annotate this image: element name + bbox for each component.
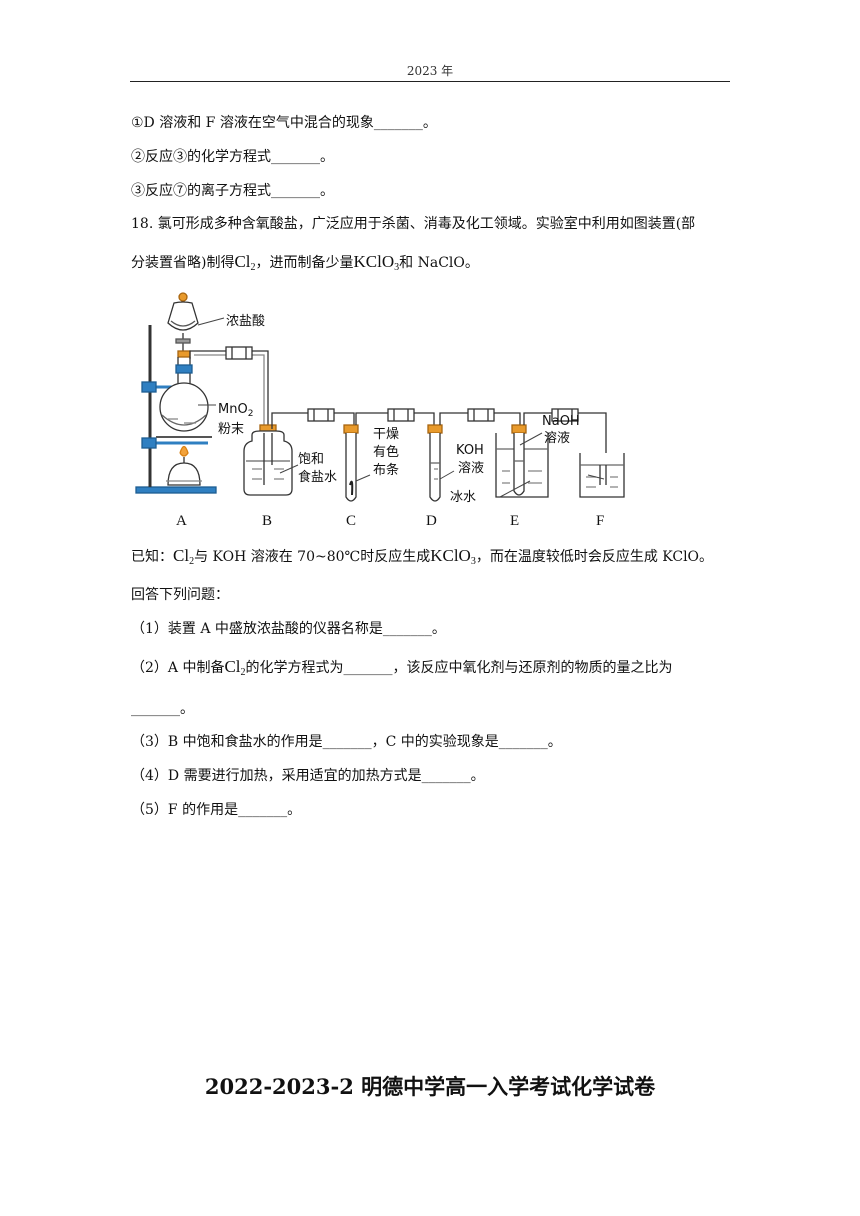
label-dry-1: 干燥 [373, 427, 399, 442]
letter-a: A [176, 513, 187, 529]
formula-kclo3: KClO3 [353, 252, 400, 273]
formula-kclo3: KClO3 [430, 546, 476, 567]
page-header: 2023 年 [406, 64, 454, 78]
sub-question-4: （4）D 需要进行加热，采用适宜的加热方式是_______。 [131, 768, 485, 784]
label-ice-water: 冰水 [450, 490, 476, 505]
bottle-b [243, 430, 293, 496]
apparatus-diagram: 浓盐酸 MnO2 粉末 饱和 食盐水 干燥 有色 布条 KOH 溶液 冰水 Na… [135, 292, 625, 529]
test-tube-c [345, 433, 357, 502]
label-brine-1: 饱和 [298, 452, 324, 467]
sub-question-2-continued: _______。 [131, 701, 194, 717]
label-naoh-1: NaOH [542, 414, 580, 429]
answer-prompt: 回答下列问题： [131, 587, 229, 603]
q17-item-1: ①D 溶液和 F 溶液在空气中混合的现象_______。 [131, 115, 437, 131]
q18-intro-text-3: 和 NaClO。 [399, 255, 479, 271]
label-brine-2: 食盐水 [298, 469, 337, 485]
sub-question-3: （3）B 中饱和食盐水的作用是_______，C 中的实验现象是_______。 [131, 734, 562, 750]
q17-item-3: ③反应⑦的离子方程式_______。 [131, 183, 334, 199]
known-text-1: 已知： [131, 549, 173, 565]
rubber-joint-1 [225, 346, 253, 360]
known-text-3: ，而在温度较低时会反应生成 KClO。 [475, 549, 714, 565]
label-dry-3: 布条 [373, 462, 399, 478]
label-powder: 粉末 [218, 422, 244, 437]
test-tube-d [429, 433, 441, 502]
sub2-text-1: （2）A 中制备 [131, 660, 225, 676]
test-tube-e [513, 433, 525, 496]
formula-cl2: Cl2 [173, 546, 195, 567]
label-koh-2: 溶液 [458, 461, 484, 476]
letter-b: B [262, 513, 272, 529]
round-bottom-flask [159, 382, 209, 432]
label-dry-2: 有色 [373, 444, 399, 460]
sub-question-1: （1）装置 A 中盛放浓盐酸的仪器名称是_______。 [131, 621, 446, 637]
label-mno2: MnO2 [218, 402, 253, 419]
flame [179, 445, 189, 457]
sub-question-5: （5）F 的作用是_______。 [131, 802, 302, 818]
exam-title-footer: 2022-2023-2 明德中学高一入学考试化学试卷 [204, 1074, 656, 1099]
separatory-funnel [167, 301, 199, 331]
q18-intro-line-1: 18. 氯可形成多种含氧酸盐，广泛应用于杀菌、消毒及化工领域。实验室中利用如图装… [131, 216, 696, 232]
letter-c: C [346, 513, 356, 529]
known-text-2: 与 KOH 溶液在 70~80℃时反应生成 [194, 549, 431, 565]
q17-item-2: ②反应③的化学方程式_______。 [131, 149, 334, 165]
q18-intro-text-2: ，进而制备少量 [255, 255, 354, 271]
beaker-f [579, 453, 625, 498]
header-rule [130, 81, 730, 82]
sub-question-2: （2）A 中制备Cl2的化学方程式为_______，该反应中氧化剂与还原剂的物质… [131, 656, 673, 684]
letter-f: F [596, 513, 604, 529]
alcohol-lamp [167, 462, 201, 486]
letter-d: D [426, 513, 437, 529]
label-koh-1: KOH [456, 443, 484, 458]
q18-intro-text-1: 分装置省略)制得 [131, 255, 235, 271]
stand-base [135, 486, 217, 494]
q18-intro-line-2: 分装置省略)制得Cl2，进而制备少量KClO3和 NaClO。 [131, 251, 479, 279]
known-condition: 已知：Cl2与 KOH 溶液在 70~80℃时反应生成KClO3，而在温度较低时… [131, 545, 713, 573]
letter-e: E [510, 513, 519, 529]
label-hcl: 浓盐酸 [226, 314, 265, 329]
funnel-stopper [178, 292, 188, 302]
label-naoh-2: 溶液 [544, 431, 570, 446]
formula-cl2: Cl2 [224, 657, 246, 678]
sub2-text-2: 的化学方程式为_______，该反应中氧化剂与还原剂的物质的量之比为 [245, 660, 673, 676]
formula-cl2: Cl2 [234, 252, 256, 273]
